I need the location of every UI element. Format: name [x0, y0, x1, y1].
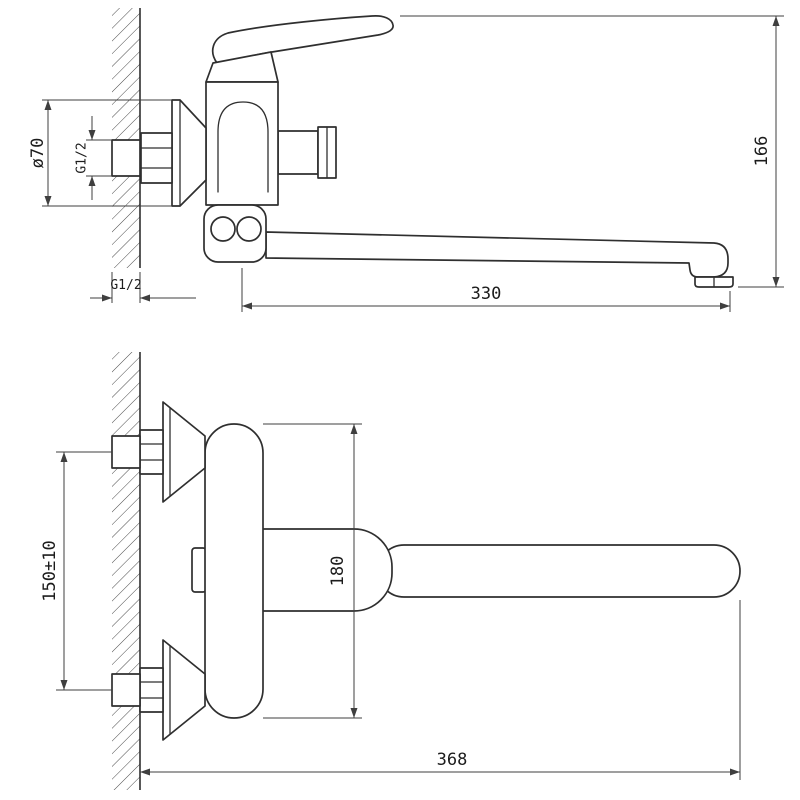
wall-thread-stub-upper: [111, 435, 141, 469]
body-main: [205, 81, 279, 206]
handle-hub: [191, 547, 207, 593]
dimension-overall-length: 368: [140, 600, 741, 780]
dimension-escutcheon-diameter: ø70: [28, 99, 172, 207]
dim-label-overall-length: 368: [437, 750, 468, 770]
arrowhead-down: [772, 277, 780, 287]
faucet-body-front: [204, 423, 264, 719]
check-valve-right: [236, 216, 262, 242]
arrowhead-up: [60, 452, 68, 462]
escutcheon-lower: [162, 639, 206, 741]
wall-thread-stub: [111, 139, 141, 177]
arrowhead-down: [44, 196, 52, 206]
wall-connection-side: [111, 99, 207, 207]
dimension-wall-thread: G1/2: [90, 272, 196, 303]
side-view: ø70 G1/2 166 G1: [28, 8, 784, 312]
arrowhead-down: [60, 680, 68, 690]
check-valve-left: [210, 216, 236, 242]
arrowhead-right: [720, 302, 730, 310]
wall-thread-stub-lower: [111, 673, 141, 707]
wall-hatch: [112, 352, 140, 790]
escutcheon-side: [171, 99, 207, 207]
dim-label-diameter: ø70: [28, 138, 48, 169]
dim-label-body-height: 180: [328, 556, 348, 587]
faucet-handle-side: [205, 15, 394, 83]
wall-section-front: [112, 352, 141, 790]
arrowhead-left: [140, 768, 150, 776]
dim-label-wall-thread: G1/2: [110, 278, 141, 293]
cartridge-dome: [217, 101, 269, 193]
dimension-inlet-thread: G1/2: [75, 116, 112, 200]
wall-section-side: [112, 8, 141, 268]
faucet-spout-front: [377, 544, 741, 598]
escutcheon-upper: [162, 401, 206, 503]
eccentric-nut-upper: [139, 429, 164, 475]
arrowhead-down: [88, 130, 96, 140]
dim-label-inlet-centers: 150±10: [40, 540, 60, 601]
arrowhead-left: [242, 302, 252, 310]
dimension-body-height: 180: [263, 423, 362, 719]
arrowhead-up: [88, 176, 96, 186]
lower-inlet: [111, 639, 206, 741]
diverter-housing: [277, 130, 319, 175]
front-view: 150±10 180 368: [40, 352, 741, 790]
dimension-height: 166: [400, 15, 784, 288]
dim-label-spout-reach: 330: [471, 284, 502, 304]
dim-label-inlet-thread: G1/2: [75, 142, 90, 173]
arrowhead-up: [350, 424, 358, 434]
eccentric-nut-side: [140, 132, 173, 184]
eccentric-nut-lower: [139, 667, 164, 713]
dimension-spout-reach: 330: [241, 268, 731, 312]
spout-outline: [265, 231, 729, 278]
arrowhead-down: [350, 708, 358, 718]
arrowhead-up: [772, 16, 780, 26]
arrowhead-right: [102, 294, 112, 302]
dimension-inlet-centers: 150±10: [40, 451, 112, 691]
wall-hatch: [112, 8, 140, 268]
arrowhead-right: [730, 768, 740, 776]
arrowhead-up: [44, 100, 52, 110]
handle-lever: [211, 15, 394, 64]
faucet-spout-side: [265, 231, 734, 288]
faucet-body-side: [203, 81, 337, 263]
arrowhead-left: [140, 294, 150, 302]
dim-label-height: 166: [752, 136, 772, 167]
